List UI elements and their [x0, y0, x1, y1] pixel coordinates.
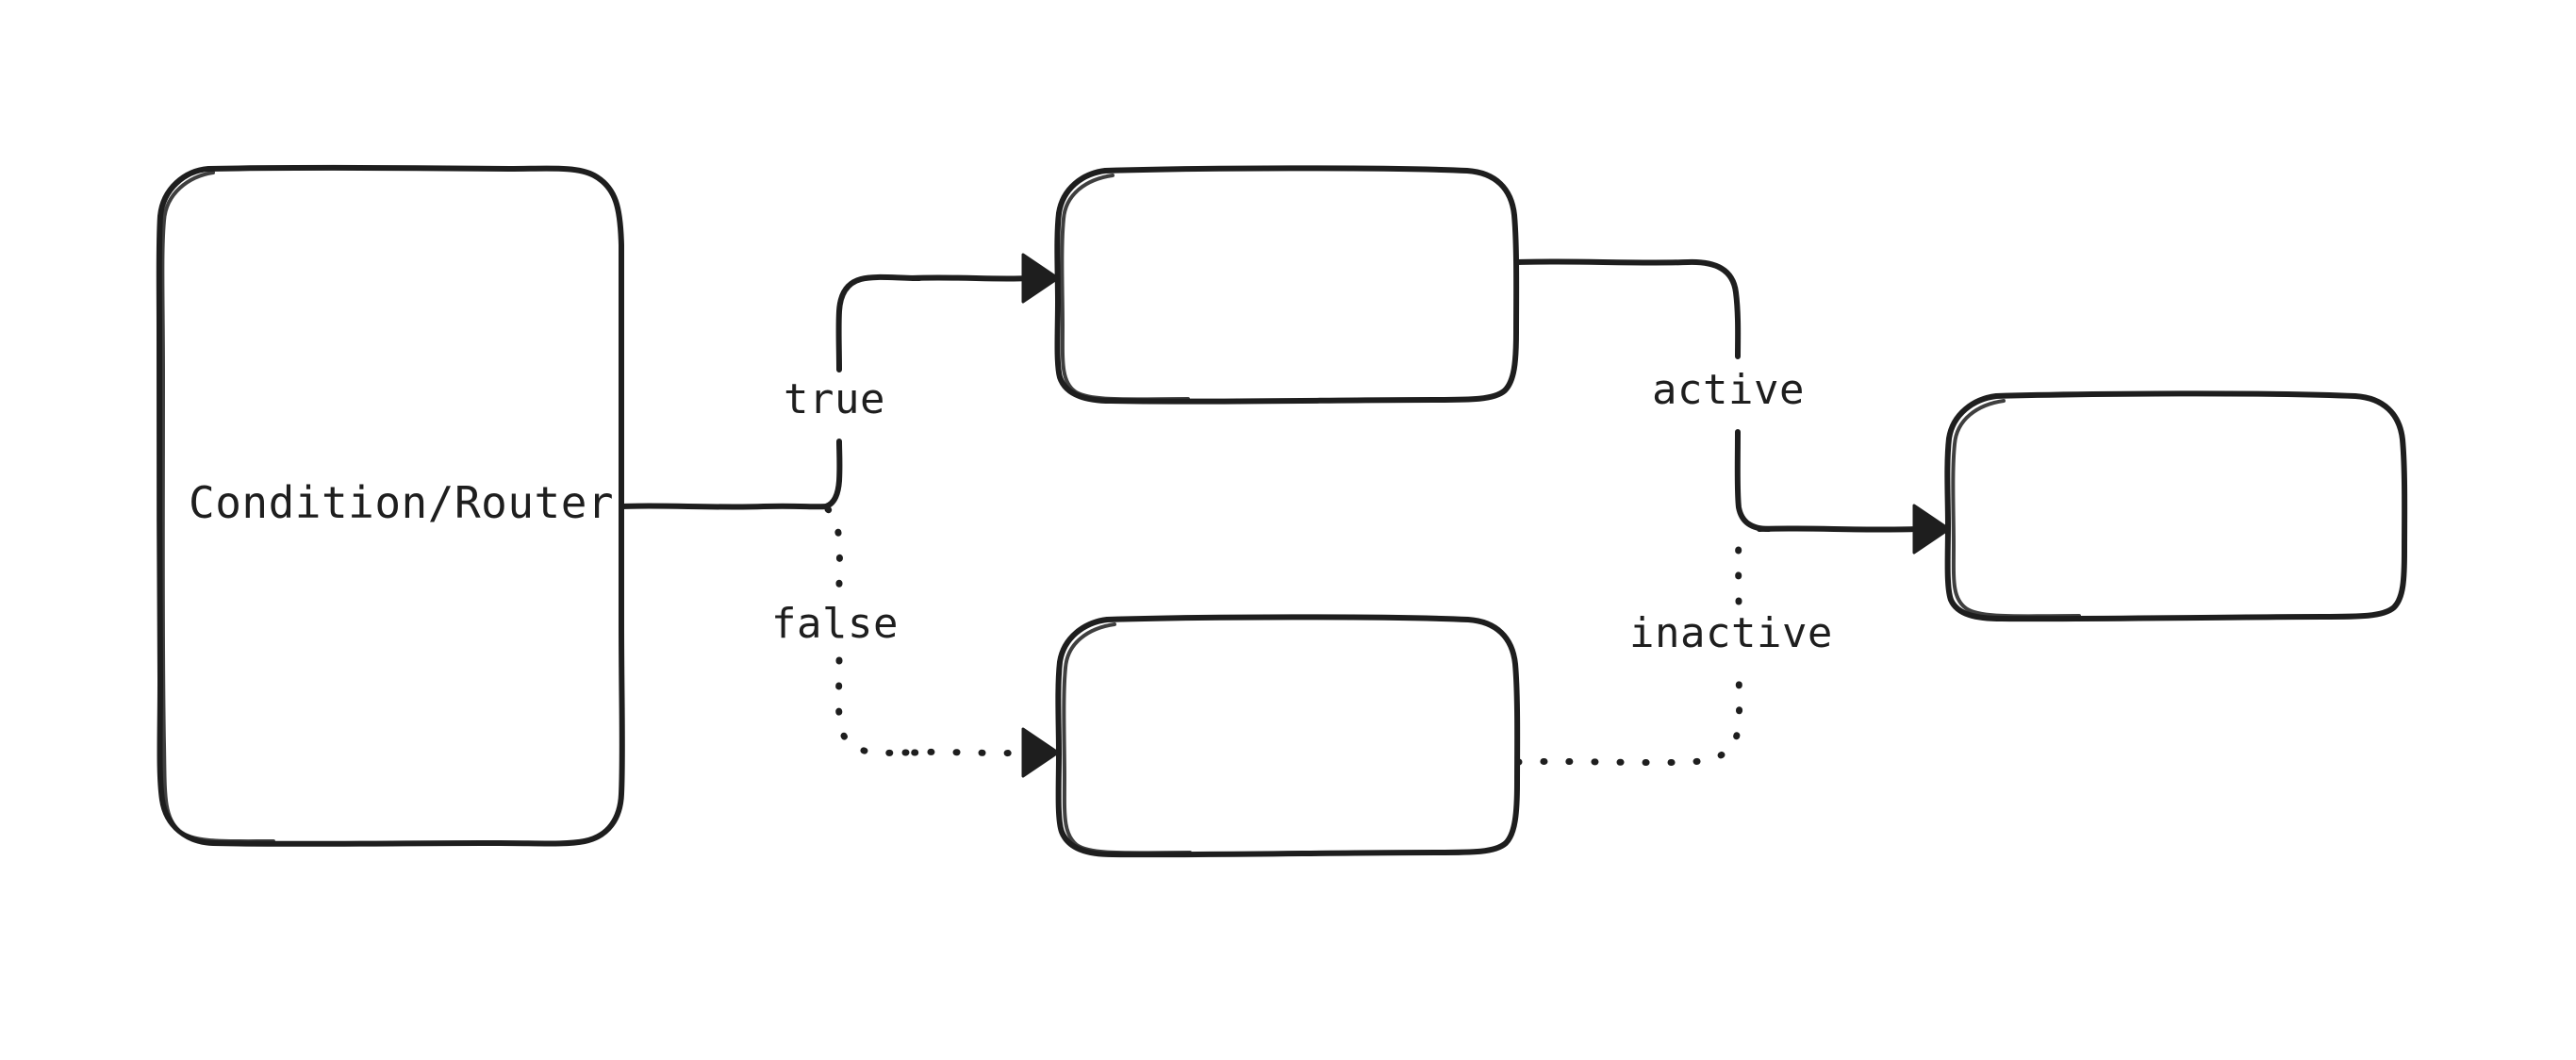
edge-false-vertical-lower — [835, 656, 923, 756]
condition-router-label: Condition/Router — [189, 477, 615, 528]
edge-label-false: false — [764, 600, 906, 649]
edge-true-arrowhead — [1021, 253, 1060, 304]
edge-inactive-upper — [1735, 524, 1744, 605]
edge-source-stem-path — [620, 503, 829, 510]
edge-false-horizontal — [901, 748, 1030, 757]
edge-true-vertical-upper — [835, 273, 922, 373]
node-true-branch[interactable] — [1054, 165, 1520, 405]
edge-inactive-lower — [1514, 668, 1743, 767]
edge-label-inactive: inactive — [1622, 609, 1841, 658]
edge-source-stem — [620, 503, 829, 510]
edge-active[interactable] — [1515, 258, 1951, 555]
condition-router-outline-overdraw — [160, 171, 275, 844]
node-condition-router[interactable] — [156, 164, 625, 847]
edge-false-vertical-upper — [824, 505, 843, 588]
edge-inactive[interactable] — [1514, 524, 1744, 767]
edge-active-upper — [1515, 258, 1742, 359]
true-branch-outline[interactable] — [1054, 165, 1520, 405]
edge-true[interactable] — [823, 253, 1060, 509]
edge-label-active: active — [1644, 366, 1812, 415]
edge-label-true: true — [776, 375, 893, 424]
merge-outline[interactable] — [1944, 390, 2408, 622]
edge-true-horizontal — [910, 274, 1031, 282]
false-branch-outline-overdraw — [1062, 622, 1192, 855]
edge-false[interactable] — [824, 505, 1060, 778]
edge-active-horizontal — [1757, 525, 1921, 533]
edge-true-vertical-lower — [823, 439, 843, 509]
edge-false-arrowhead — [1021, 727, 1060, 778]
false-branch-outline[interactable] — [1055, 614, 1521, 858]
merge-outline-overdraw — [1951, 399, 2081, 619]
condition-router-outline[interactable] — [156, 164, 625, 847]
edge-active-arrowhead — [1912, 504, 1951, 555]
edge-active-lower — [1734, 429, 1772, 532]
node-merge[interactable] — [1944, 390, 2408, 622]
node-false-branch[interactable] — [1055, 614, 1521, 858]
true-branch-outline-overdraw — [1060, 174, 1190, 402]
